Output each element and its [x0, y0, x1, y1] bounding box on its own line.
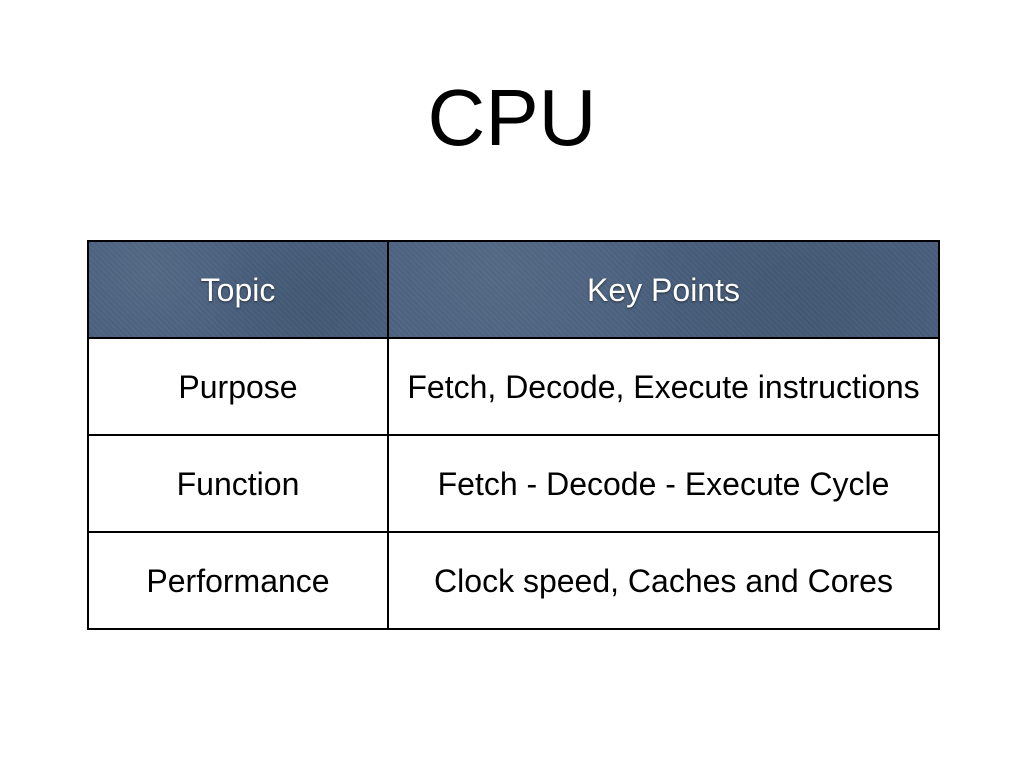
cell-topic: Purpose [87, 337, 389, 436]
topic-table-container: Topic Key Points Purpose Fetch, Decode, … [87, 240, 940, 630]
topic-table: Topic Key Points Purpose Fetch, Decode, … [87, 240, 940, 630]
cell-topic: Function [87, 434, 389, 533]
table-header: Topic Key Points [87, 240, 940, 339]
table-row: Performance Clock speed, Caches and Core… [87, 531, 940, 630]
table-body: Purpose Fetch, Decode, Execute instructi… [87, 337, 940, 630]
slide-title: CPU [427, 73, 597, 162]
header-key-points: Key Points [387, 240, 940, 339]
cell-topic: Performance [87, 531, 389, 630]
header-topic: Topic [87, 240, 389, 339]
table-row: Purpose Fetch, Decode, Execute instructi… [87, 337, 940, 436]
cell-key-points: Fetch, Decode, Execute instructions [387, 337, 940, 436]
table-header-row: Topic Key Points [87, 240, 940, 339]
cell-key-points: Clock speed, Caches and Cores [387, 531, 940, 630]
cell-key-points: Fetch - Decode - Execute Cycle [387, 434, 940, 533]
table-row: Function Fetch - Decode - Execute Cycle [87, 434, 940, 533]
